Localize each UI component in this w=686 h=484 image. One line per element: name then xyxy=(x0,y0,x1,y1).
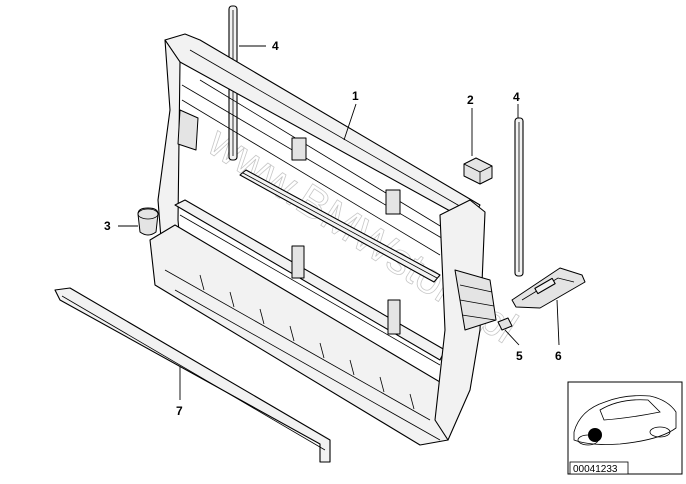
clip-part xyxy=(463,157,493,185)
callout-4-left: 4 xyxy=(272,39,279,53)
callout-2: 2 xyxy=(467,93,474,107)
rod-right xyxy=(514,117,524,277)
pin-part xyxy=(497,317,513,331)
location-marker-icon xyxy=(588,428,602,442)
callout-6: 6 xyxy=(555,349,562,363)
leader-lines xyxy=(118,45,560,400)
callout-7: 7 xyxy=(176,404,183,418)
callout-4-right: 4 xyxy=(513,90,520,104)
bracket-part xyxy=(511,267,586,309)
reference-code: 00041233 xyxy=(573,464,618,475)
callout-1: 1 xyxy=(352,89,359,103)
callout-5: 5 xyxy=(516,349,523,363)
reference-inset: 00041233 xyxy=(567,381,683,475)
grommet-part xyxy=(137,207,159,236)
callout-3: 3 xyxy=(104,219,111,233)
radiator-frame xyxy=(149,33,497,446)
lower-strip xyxy=(54,287,331,463)
